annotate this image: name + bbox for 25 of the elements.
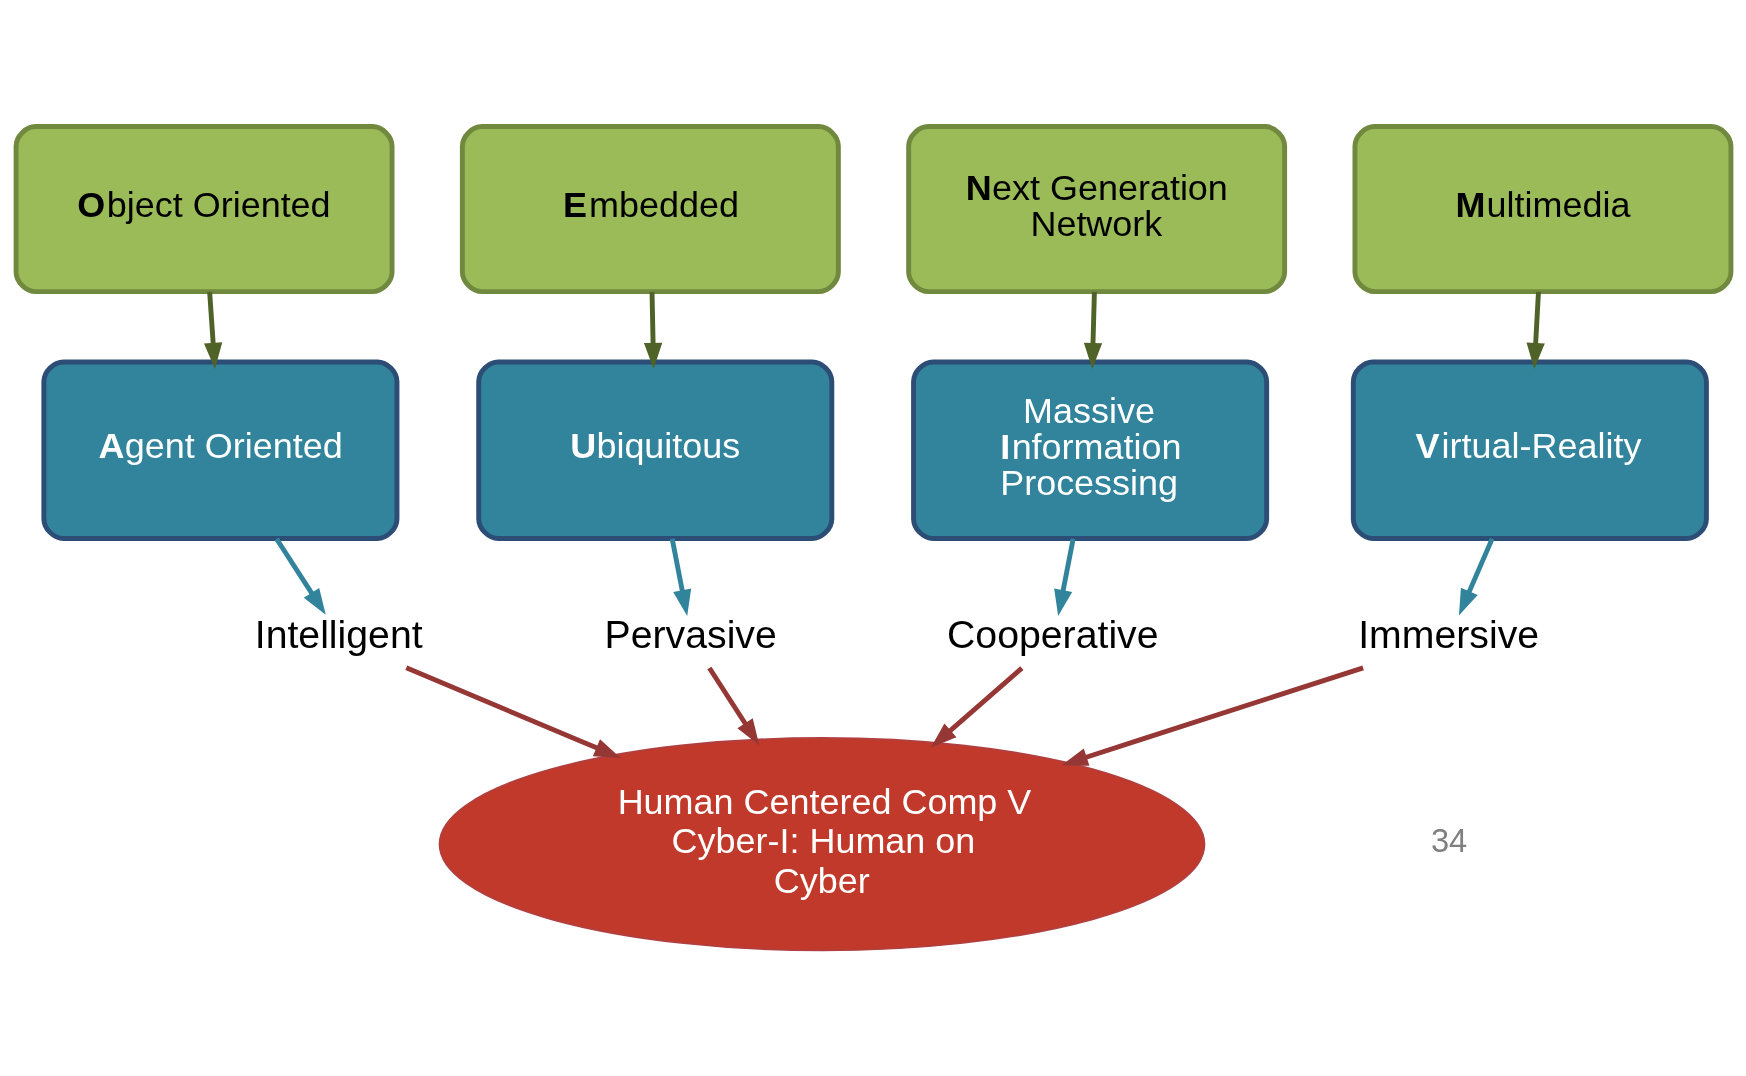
- arrow: [1053, 537, 1076, 616]
- arrow: [1083, 291, 1102, 369]
- node-box: Agent Oriented: [40, 359, 399, 541]
- arrow: [203, 291, 222, 369]
- node-box: Object Oriented: [13, 123, 394, 294]
- node-box: Virtual-Reality: [1350, 359, 1709, 541]
- arrow: [643, 291, 662, 369]
- arrow: [669, 537, 691, 616]
- node-text: Immersive: [1357, 611, 1539, 656]
- node-box: Next Generation Network: [905, 123, 1287, 294]
- arrow: [706, 666, 759, 745]
- node-text: Intelligent: [254, 611, 423, 656]
- arrow: [404, 665, 621, 758]
- node-text: Pervasive: [604, 611, 777, 656]
- label: 34: [1430, 821, 1467, 859]
- arrow: [930, 665, 1023, 748]
- arrow: [1061, 665, 1364, 766]
- node-box: Multimedia: [1352, 123, 1733, 294]
- node-text: Cooperative: [946, 611, 1159, 656]
- node-box: Massive Information Processing: [910, 359, 1269, 541]
- arrow: [274, 536, 326, 615]
- arrow: [1458, 537, 1494, 615]
- node-box: Embedded: [459, 123, 841, 294]
- node-box: Ubiquitous: [475, 359, 834, 541]
- arrow: [1526, 291, 1545, 369]
